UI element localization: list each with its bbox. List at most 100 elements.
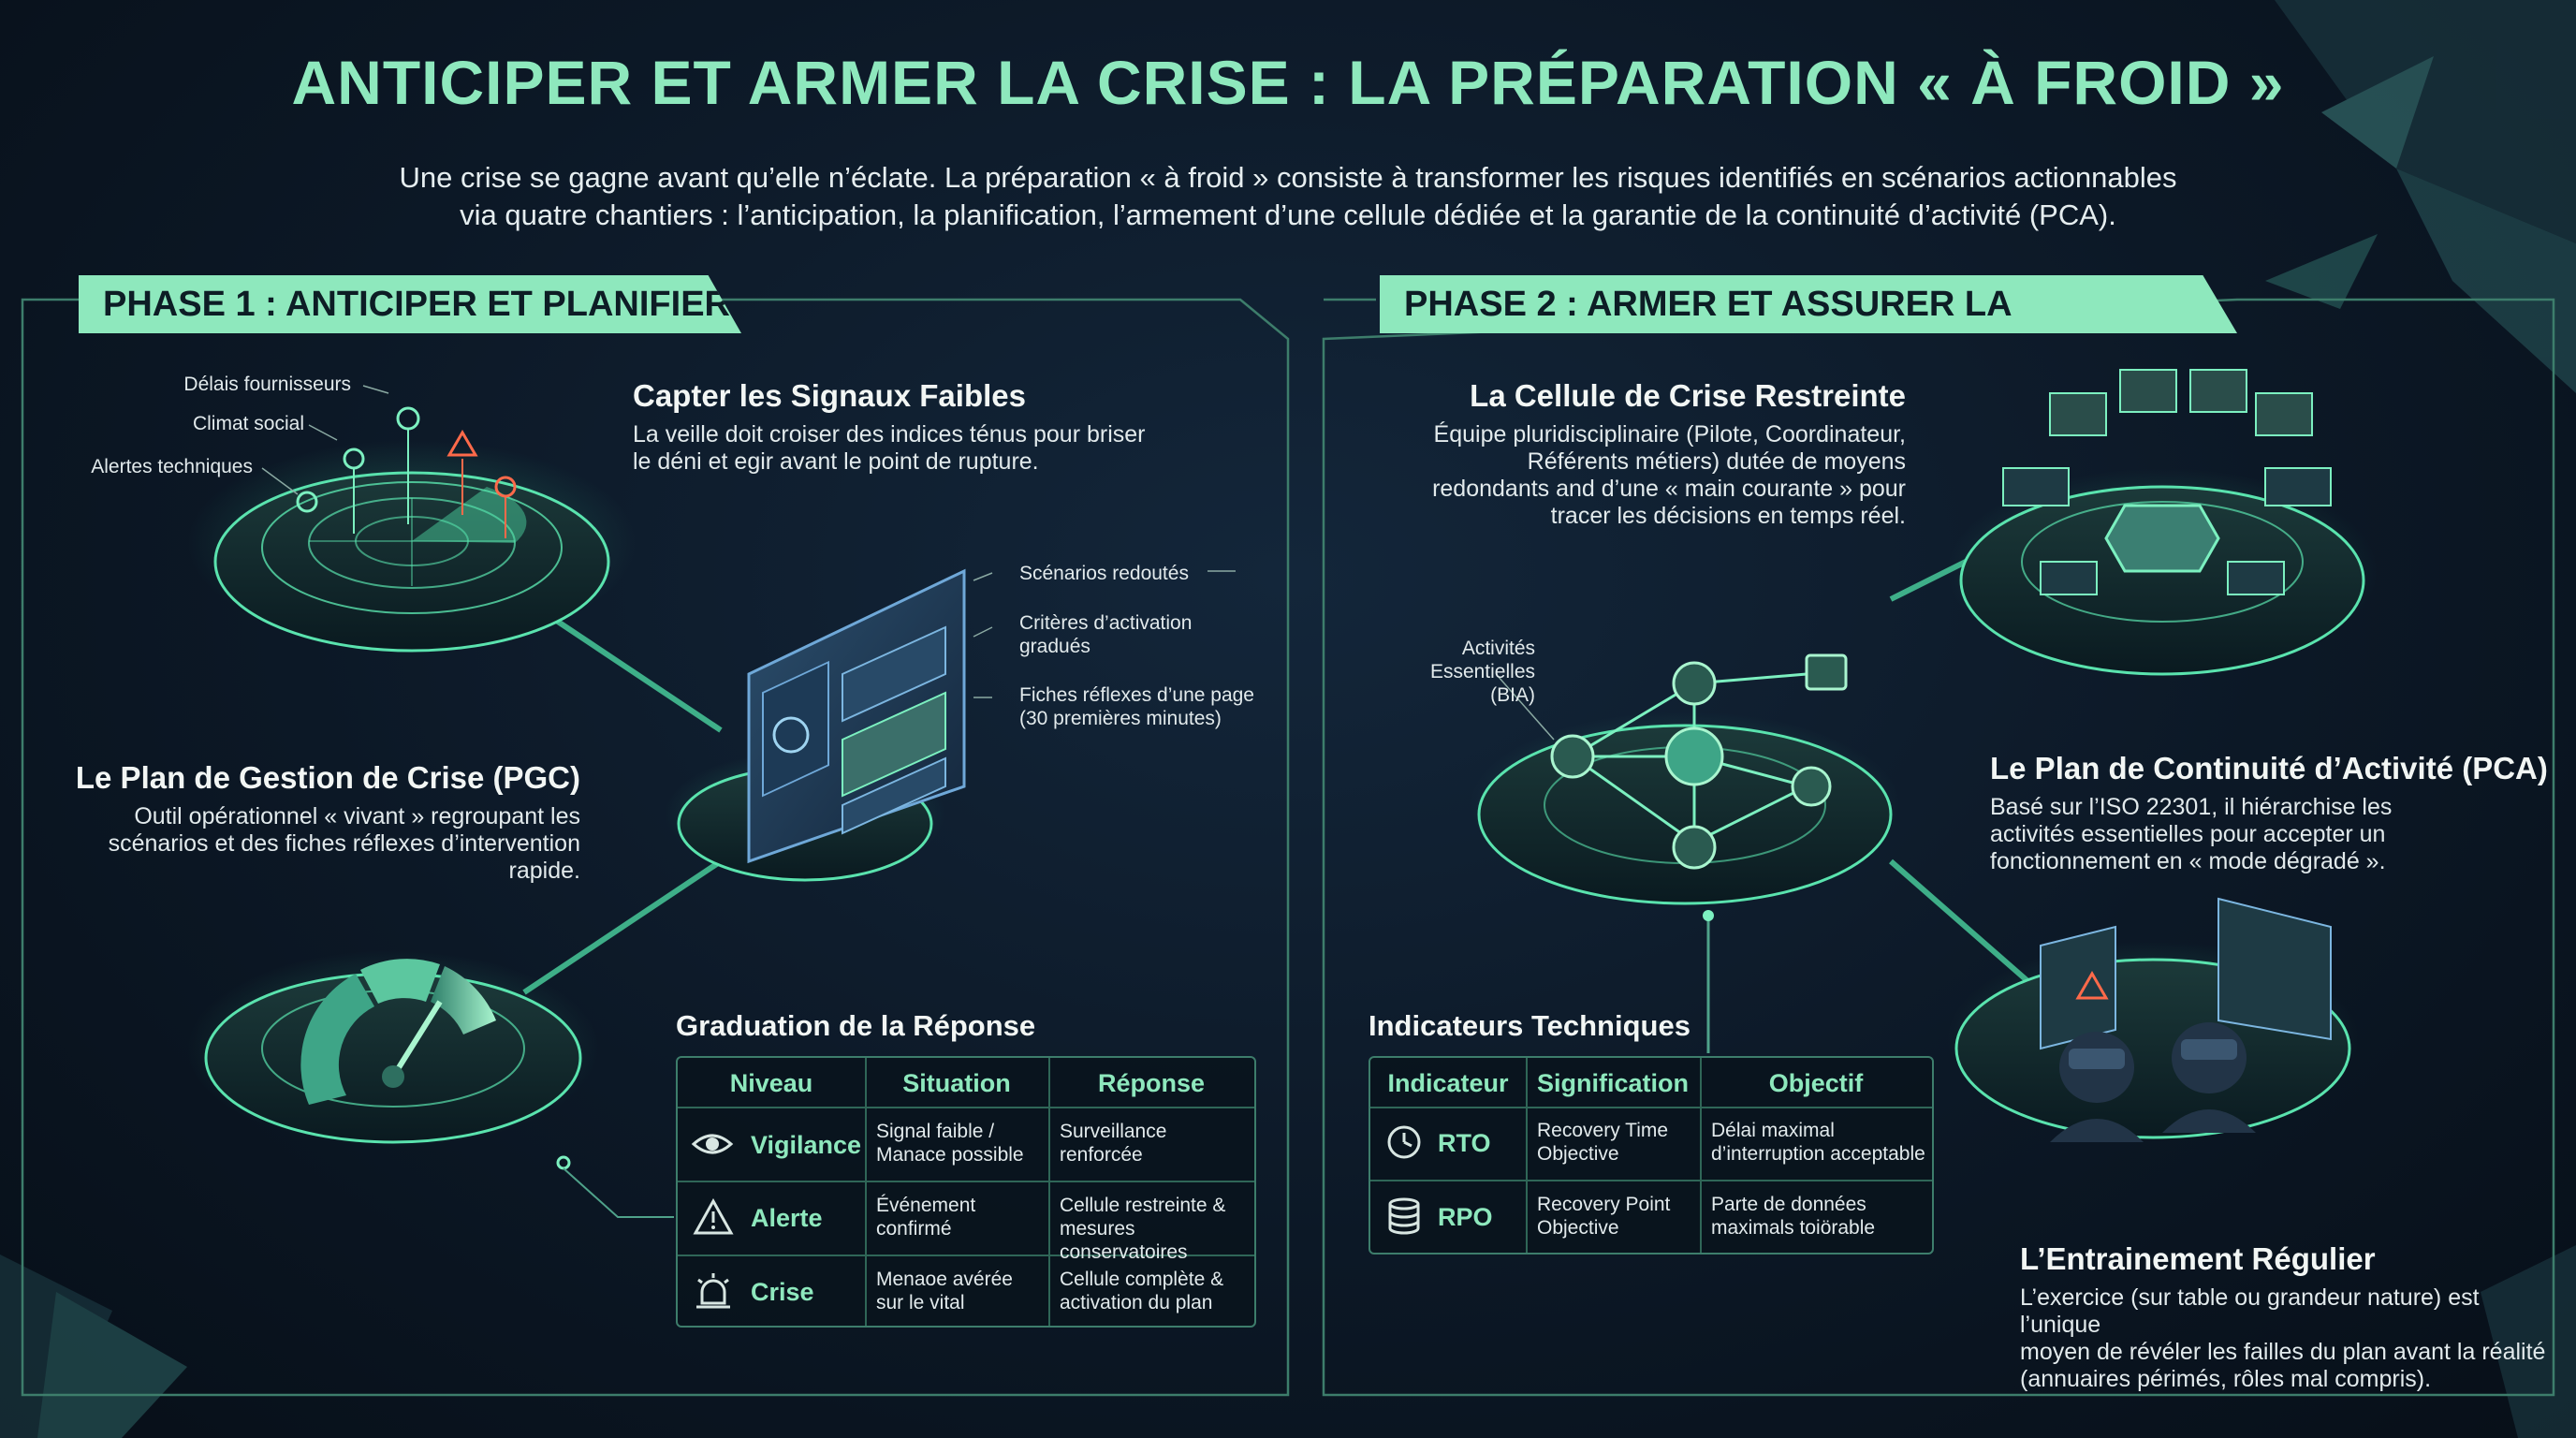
situation-alerte-line-1: Événement bbox=[876, 1195, 976, 1216]
radar-label-suppliers: Délais fournisseurs bbox=[183, 374, 351, 395]
cell-title: La Cellule de Crise Restreinte bbox=[1470, 378, 1906, 413]
doc-label-reflex-line-2: (30 premières minutes) bbox=[1019, 708, 1222, 729]
response-vigilance-line-1: Surveillance bbox=[1060, 1121, 1167, 1142]
situation-vigilance-line-2: Manace possible bbox=[876, 1144, 1024, 1166]
doc-label-criteria-line-2: gradués bbox=[1019, 636, 1090, 657]
meaning-rto-line-2: Objective bbox=[1537, 1143, 1619, 1165]
phase2-tag: PHASE 2 : ARMER ET ASSURER LA CONTINUITÉ bbox=[1380, 275, 2237, 333]
cell-section: La Cellule de Crise Restreinte Équipe pl… bbox=[1339, 378, 1906, 530]
signals-title: Capter les Signaux Faibles bbox=[633, 378, 1026, 413]
cell-line-3: redondants and d’une « main courante » p… bbox=[1432, 476, 1906, 502]
situation-crise-line-1: Menaoe avérée bbox=[876, 1269, 1013, 1290]
graduation-header-response: Réponse bbox=[1097, 1069, 1206, 1097]
goal-rpo-line-1: Parte de données bbox=[1711, 1194, 1866, 1215]
pca-line-1: Basé sur l’ISO 22301, il hiérarchise les bbox=[1990, 794, 2393, 820]
meaning-rpo: Recovery Point Objective bbox=[1537, 1193, 1670, 1240]
pgc-title: Le Plan de Gestion de Crise (PGC) bbox=[75, 760, 580, 795]
situation-crise: Menaoe avérée sur le vital bbox=[876, 1268, 1013, 1314]
level-vigilance: Vigilance bbox=[751, 1131, 862, 1159]
doc-label-reflex-line-1: Fiches réflexes d’une page bbox=[1019, 684, 1254, 706]
indicators-header-meaning: Signification bbox=[1537, 1069, 1689, 1097]
situation-vigilance-line-1: Signal faible / bbox=[876, 1121, 995, 1142]
doc-label-criteria-line-1: Critères d’activation bbox=[1019, 612, 1193, 634]
goal-rto: Délai maximal d’interruption acceptable bbox=[1711, 1119, 1925, 1166]
training-line-1: L’exercice (sur table ou grandeur nature… bbox=[2020, 1284, 2480, 1338]
training-line-2: moyen de révéler les failles du plan ava… bbox=[2020, 1339, 2546, 1365]
training-section: L’Entrainement Régulier L’exercice (sur … bbox=[2020, 1241, 2554, 1393]
cell-line-2: Référents métiers) dutée de moyens bbox=[1527, 448, 1906, 475]
phase1-frame bbox=[21, 298, 1290, 1397]
situation-alerte-line-2: confirmé bbox=[876, 1218, 952, 1240]
documents-illustration bbox=[665, 568, 993, 882]
response-crise-line-2: activation du plan bbox=[1060, 1292, 1213, 1313]
goal-rpo: Parte de données maximals toiörable bbox=[1711, 1193, 1875, 1240]
cell-line-1: Équipe pluridisciplinaire (Pilote, Coord… bbox=[1433, 421, 1906, 448]
pgc-line-1: Outil opérationnel « vivant » regroupant… bbox=[134, 803, 580, 829]
graduation-header-situation: Situation bbox=[902, 1069, 1011, 1097]
indicators-title: Indicateurs Techniques bbox=[1368, 1009, 1690, 1042]
graduation-table: Niveau Situation Réponse Vigilance Signa… bbox=[676, 1056, 1256, 1328]
situation-crise-line-2: sur le vital bbox=[876, 1292, 965, 1313]
bia-line-1: Activités bbox=[1461, 638, 1535, 659]
graduation-header-level: Niveau bbox=[729, 1069, 813, 1097]
doc-label-reflex: Fiches réflexes d’une page (30 premières… bbox=[1019, 683, 1291, 730]
response-vigilance-line-2: renforcée bbox=[1060, 1144, 1143, 1166]
response-alerte: Cellule restreinte & mesures conservatoi… bbox=[1060, 1194, 1254, 1264]
bia-line-2: Essentielles bbox=[1429, 661, 1535, 682]
goal-rpo-line-2: maximals toiörable bbox=[1711, 1217, 1876, 1239]
training-title: L’Entrainement Régulier bbox=[2020, 1241, 2376, 1276]
radar-illustration bbox=[187, 385, 637, 653]
warning-icon bbox=[693, 1198, 734, 1235]
training-illustration bbox=[1947, 897, 2359, 1142]
radar-label-technical: Alertes techniques bbox=[91, 456, 253, 477]
signals-line-2: le déni et egir avant le point de ruptur… bbox=[633, 448, 1039, 475]
situation-vigilance: Signal faible / Manace possible bbox=[876, 1120, 1024, 1167]
database-icon bbox=[1388, 1197, 1420, 1235]
radar-label-social: Climat social bbox=[192, 413, 304, 434]
intro-line-2: via quatre chantiers : l’anticipation, l… bbox=[460, 198, 2116, 231]
level-alerte: Alerte bbox=[751, 1204, 823, 1232]
gauge-illustration bbox=[187, 950, 674, 1218]
indicators-table: Indicateur Signification Objectif RTO Re… bbox=[1368, 1056, 1934, 1255]
control-room-illustration bbox=[1947, 369, 2378, 676]
pgc-line-3: rapide. bbox=[508, 858, 580, 884]
pca-line-3: fonctionnement en « mode dégradé ». bbox=[1990, 848, 2386, 874]
meaning-rto-line-1: Recovery Time bbox=[1537, 1120, 1669, 1141]
training-line-3: (annuaires périmés, rôles mal compris). bbox=[2020, 1366, 2432, 1392]
meaning-rpo-line-2: Objective bbox=[1537, 1217, 1619, 1239]
signals-line-1: La veille doit croiser des indices ténus… bbox=[633, 421, 1146, 448]
response-vigilance: Surveillance renforcée bbox=[1060, 1120, 1166, 1167]
phase1-tag: PHASE 1 : ANTICIPER ET PLANIFIER bbox=[79, 275, 741, 333]
indicators-header-goal: Objectif bbox=[1768, 1069, 1864, 1097]
goal-rto-line-2: d’interruption acceptable bbox=[1711, 1143, 1925, 1165]
goal-rto-line-1: Délai maximal bbox=[1711, 1120, 1835, 1141]
eye-icon bbox=[691, 1134, 734, 1154]
pgc-line-2: scénarios et des fiches réflexes d’inter… bbox=[108, 830, 580, 857]
response-alerte-line-2: mesures conservatoires bbox=[1060, 1218, 1188, 1263]
process-network-illustration bbox=[1470, 653, 1900, 1053]
pca-title: Le Plan de Continuité d’Activité (PCA) bbox=[1990, 751, 2548, 785]
clock-icon bbox=[1387, 1125, 1421, 1159]
indicators-header-indicator: Indicateur bbox=[1387, 1069, 1509, 1097]
bia-line-3: (BIA) bbox=[1490, 684, 1535, 706]
pca-line-2: activités essentielles pour accepter un bbox=[1990, 821, 2386, 847]
pgc-section: Le Plan de Gestion de Crise (PGC) Outil … bbox=[56, 760, 580, 885]
doc-label-criteria: Critères d’activation gradués bbox=[1019, 611, 1263, 658]
level-crise: Crise bbox=[751, 1278, 814, 1306]
indicator-rpo: RPO bbox=[1438, 1203, 1493, 1231]
intro-line-1: Une crise se gagne avant qu’elle n’éclat… bbox=[399, 161, 2177, 194]
graduation-title: Graduation de la Réponse bbox=[676, 1009, 1036, 1042]
intro-text: Une crise se gagne avant qu’elle n’éclat… bbox=[281, 159, 2295, 234]
indicator-rto: RTO bbox=[1438, 1129, 1491, 1157]
meaning-rto: Recovery Time Objective bbox=[1537, 1119, 1668, 1166]
situation-alerte: Événement confirmé bbox=[876, 1194, 975, 1240]
meaning-rpo-line-1: Recovery Point bbox=[1537, 1194, 1671, 1215]
siren-icon bbox=[696, 1273, 730, 1309]
bia-label: Activités Essentielles (BIA) bbox=[1385, 637, 1535, 707]
signals-section: Capter les Signaux Faibles La veille doi… bbox=[633, 378, 1194, 476]
response-alerte-line-1: Cellule restreinte & bbox=[1060, 1195, 1226, 1216]
page-title: ANTICIPER ET ARMER LA CRISE : LA PRÉPARA… bbox=[291, 48, 2285, 117]
response-crise: Cellule complète & activation du plan bbox=[1060, 1268, 1223, 1314]
